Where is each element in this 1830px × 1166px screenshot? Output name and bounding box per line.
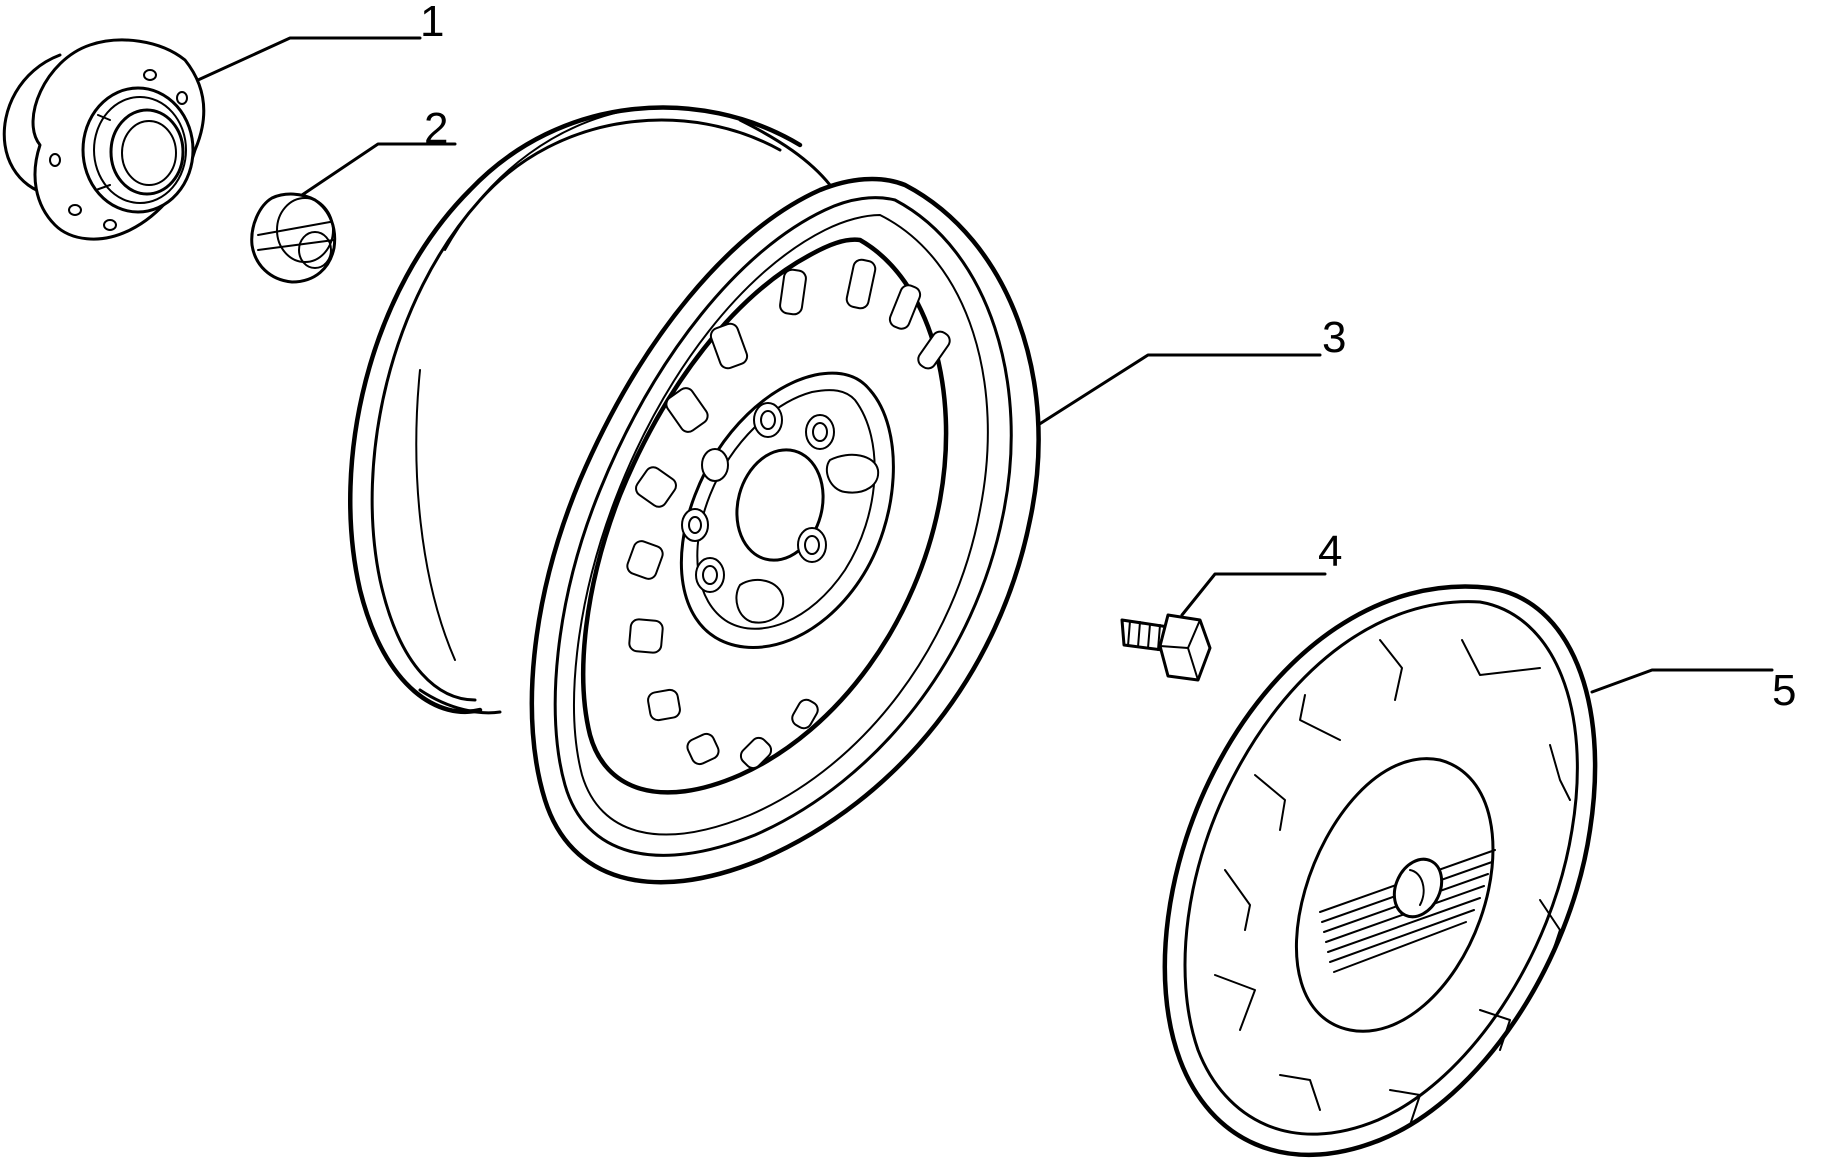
callout-number-2: 2 bbox=[424, 104, 448, 153]
hubcap-vent-notches bbox=[1214, 639, 1571, 1126]
leader-line-4 bbox=[1180, 572, 1327, 617]
hubcap-emblem-hatching bbox=[1319, 849, 1496, 973]
callout-number-5: 5 bbox=[1772, 666, 1796, 715]
rim-ventilation-slots bbox=[626, 258, 951, 770]
part-2-dust-cap bbox=[250, 192, 337, 284]
leader-line-5 bbox=[1590, 668, 1774, 694]
hubcap-logo-emblem bbox=[1392, 857, 1444, 919]
leader-line-2 bbox=[300, 142, 457, 197]
rim-bolt-holes bbox=[681, 402, 880, 624]
part-3-wheel-rim bbox=[348, 105, 1322, 885]
leader-line-1 bbox=[196, 36, 422, 82]
callout-number-3: 3 bbox=[1322, 313, 1346, 362]
callout-number-1: 1 bbox=[420, 0, 444, 46]
part-4-wheel-bolt bbox=[1120, 572, 1327, 682]
leader-line-3 bbox=[1036, 353, 1322, 427]
part-1-wheel-hub bbox=[2, 38, 206, 241]
part-5-hubcap-cover bbox=[1162, 584, 1774, 1157]
callout-number-4: 4 bbox=[1318, 527, 1342, 576]
